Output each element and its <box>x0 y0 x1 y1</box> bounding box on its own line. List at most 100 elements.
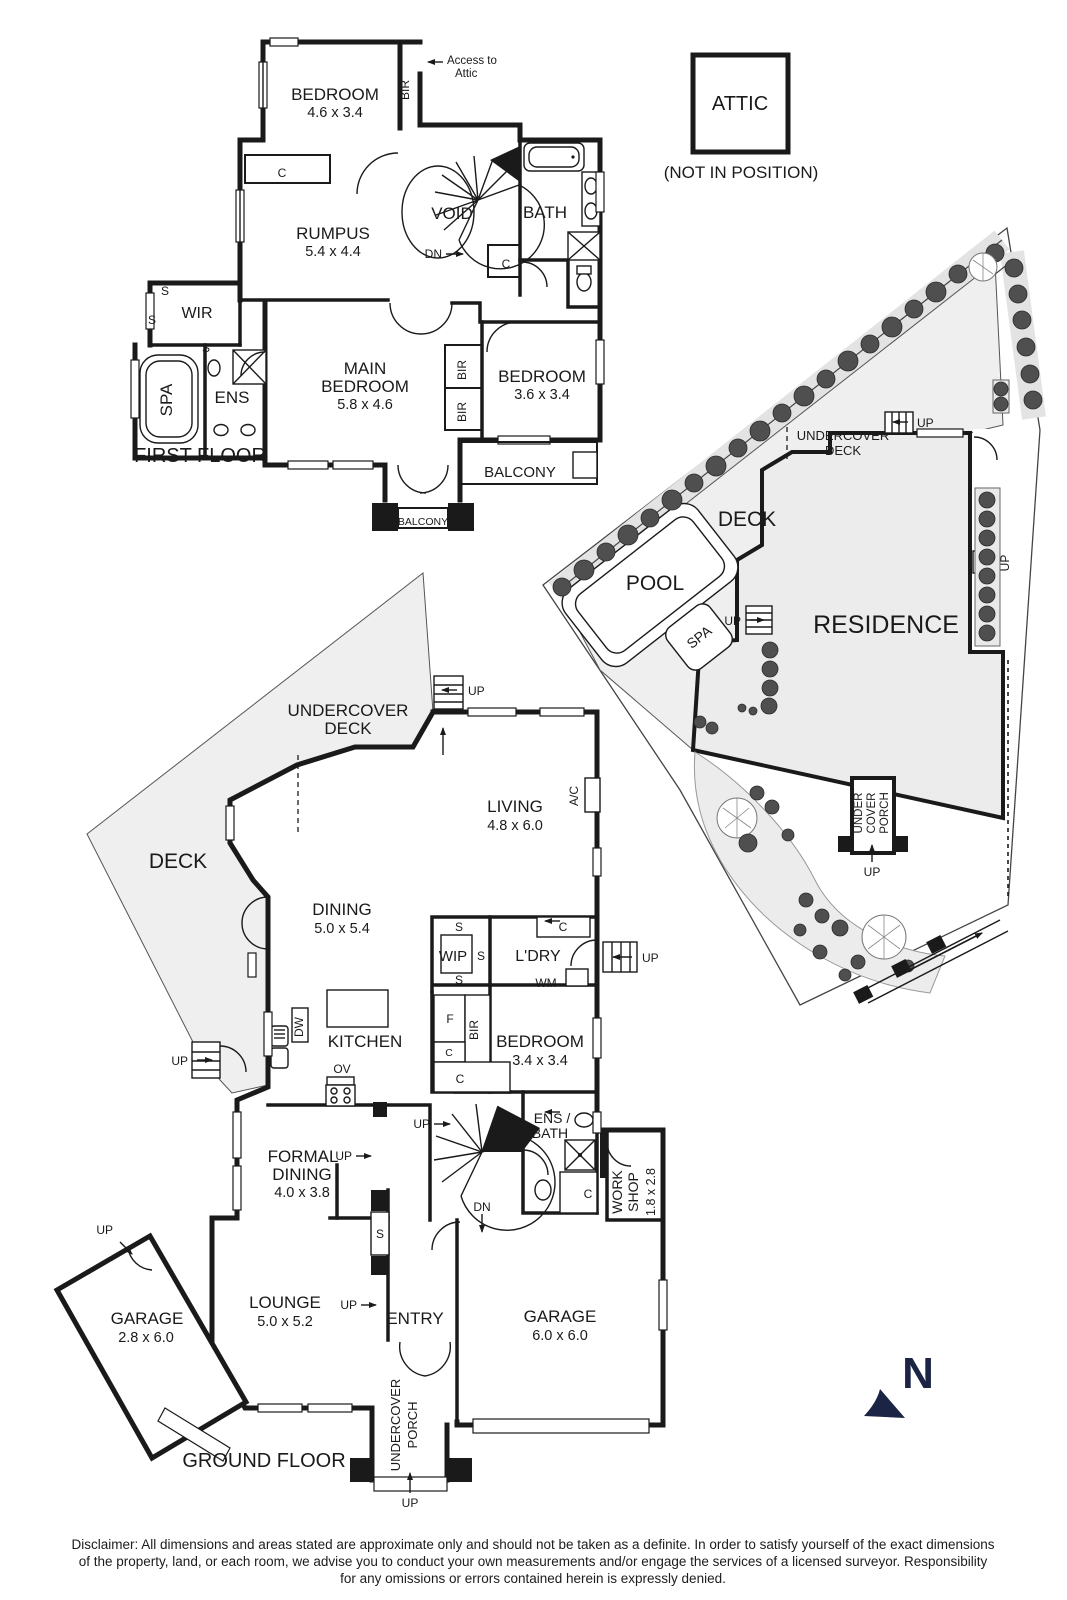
bedroom-right-label: BEDROOM <box>498 367 586 386</box>
cupboard-box <box>559 1171 598 1214</box>
door-arc <box>570 939 598 967</box>
attic-plan: ATTIC (NOT IN POSITION) <box>664 52 819 182</box>
bir-closet <box>464 994 491 1066</box>
gf-undercover-deck-label: UNDERCOVER <box>288 701 409 720</box>
residence-label: RESIDENCE <box>813 611 959 639</box>
bir-label: BIR <box>455 402 469 422</box>
bir-label: BIR <box>467 1020 481 1040</box>
porch-post <box>447 1458 472 1482</box>
garage-small <box>53 1232 250 1462</box>
first-floor-plan: VOID DN <box>130 37 605 531</box>
spa-bath-icon <box>139 354 199 444</box>
ens-label: ENS <box>215 388 250 407</box>
cupboard-label: C <box>278 166 287 180</box>
disclaimer-line-1: Disclaimer: All dimensions and areas sta… <box>71 1537 994 1552</box>
bedroom-top-label: BEDROOM <box>291 85 379 104</box>
first-floor-title: FIRST FLOOR <box>134 445 266 467</box>
storage-box <box>370 1211 390 1256</box>
lounge-label: LOUNGE <box>249 1293 321 1312</box>
cooktop-icon <box>325 1076 356 1107</box>
up-label: UP <box>917 416 934 430</box>
gf-undercover-deck-label-2: DECK <box>324 719 372 738</box>
washing-machine-icon <box>565 968 589 987</box>
up-label: UP <box>998 555 1012 572</box>
up-label: UP <box>171 1054 188 1068</box>
rumpus-dims: 5.4 x 4.4 <box>305 244 361 260</box>
s-label: S <box>161 284 169 298</box>
garage-small-dims: 2.8 x 6.0 <box>118 1330 174 1346</box>
site-plan: UNDERCOVER DECK UP POOL SPA DECK RESIDEN… <box>542 226 1046 1006</box>
bir-label: BIR <box>398 80 412 100</box>
formal-dining-dims: 4.0 x 3.8 <box>274 1185 330 1201</box>
main-bedroom-label-2: BEDROOM <box>321 377 409 396</box>
stairs-icon <box>602 941 638 973</box>
wir-label: WIR <box>181 305 212 322</box>
bir-label: BIR <box>455 360 469 380</box>
main-bedroom-dims: 5.8 x 4.6 <box>337 397 393 413</box>
cupboard-label: C <box>456 1072 465 1086</box>
up-label: UP <box>96 1223 113 1237</box>
porch-post <box>350 1458 374 1482</box>
site-undercover-deck-label: UNDERCOVER <box>797 428 889 443</box>
site-deck-label: DECK <box>718 508 776 531</box>
f-label: F <box>446 1012 453 1026</box>
ov-label: OV <box>333 1062 350 1076</box>
bedroom-right-dims: 3.6 x 3.4 <box>514 387 570 403</box>
dw-label: DW <box>292 1016 306 1037</box>
door-arcs <box>240 152 548 494</box>
door-arc <box>522 1149 549 1176</box>
window <box>916 428 964 438</box>
dn-label: DN <box>473 1200 490 1214</box>
up-label: UP <box>642 951 659 965</box>
ac-label: A/C <box>567 786 581 806</box>
pantry-shelf <box>440 934 473 974</box>
s-label: S <box>202 341 210 355</box>
cupboard-label: C <box>502 257 511 271</box>
shower-icon <box>564 1139 596 1171</box>
lounge-dims: 5.0 x 5.2 <box>257 1314 313 1330</box>
living-label: LIVING <box>487 797 543 816</box>
laundry-label: L'DRY <box>515 948 561 965</box>
up-label: UP <box>340 1298 357 1312</box>
door-arc <box>219 1045 247 1073</box>
spiral-stairs-icon <box>401 155 545 270</box>
porch-label-1: UNDER <box>853 793 865 834</box>
spa-shape <box>665 603 733 671</box>
site-undercover-deck-label-2: DECK <box>825 443 861 458</box>
kitchen-sink-icon <box>270 1025 289 1069</box>
stairs-icon <box>745 605 773 635</box>
door-arc <box>606 1141 632 1167</box>
porch-label-3: PORCH <box>879 792 891 834</box>
attic-access-note-2: Attic <box>455 68 478 80</box>
formal-dining-label-2: DINING <box>272 1165 332 1184</box>
up-label: UP <box>402 1496 419 1510</box>
ground-floor-title: GROUND FLOOR <box>182 1450 345 1472</box>
attic-note: (NOT IN POSITION) <box>664 163 819 182</box>
dining-label: DINING <box>312 900 372 919</box>
s-label: S <box>376 1227 384 1241</box>
garage-main-dims: 6.0 x 6.0 <box>532 1328 588 1344</box>
windows <box>225 707 668 1434</box>
toilet-icon <box>576 265 592 292</box>
toilet-icon <box>574 1112 594 1128</box>
garden-band-right <box>1000 250 1046 420</box>
gf-porch-label: UNDERCOVER <box>388 1379 403 1471</box>
north-arrow-icon: N <box>864 1349 934 1418</box>
gf-bedroom-label: BEDROOM <box>496 1032 584 1051</box>
up-label: UP <box>864 865 881 879</box>
up-label: UP <box>724 614 741 628</box>
dining-dims: 5.0 x 5.4 <box>314 921 370 937</box>
wall-post <box>371 1190 389 1211</box>
porch-label-2: COVER <box>866 793 878 834</box>
garden-shrubs <box>552 243 1043 735</box>
spiral-stairs-icon <box>433 1103 556 1231</box>
bedroom-top-dims: 4.6 x 3.4 <box>307 105 363 121</box>
wall-post <box>371 1256 389 1275</box>
windows <box>130 37 605 470</box>
wm-label: WM <box>535 976 556 990</box>
balcony-right: BALCONY <box>459 441 598 485</box>
basin-icon <box>240 423 256 437</box>
cupboard-label: C <box>584 1187 593 1201</box>
